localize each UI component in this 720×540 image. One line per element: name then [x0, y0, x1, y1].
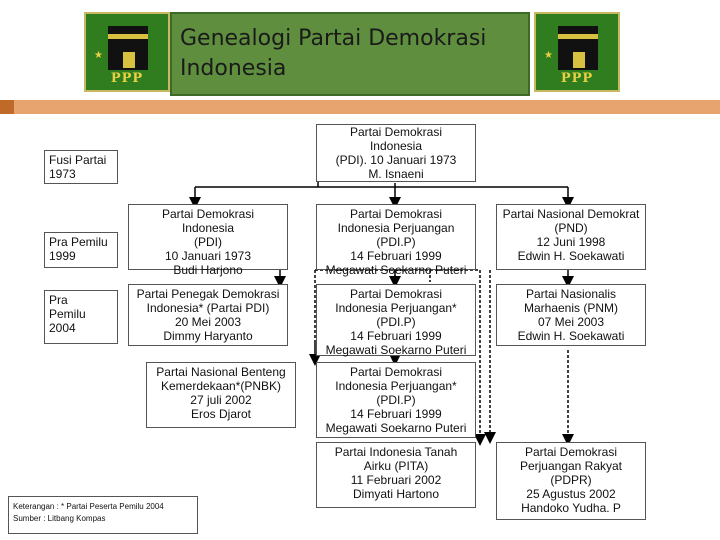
- node-ppdi-2003: Partai Penegak Demokrasi Indonesia* (Par…: [128, 284, 288, 346]
- page-title: Genealogi Partai Demokrasi Indonesia: [180, 26, 487, 81]
- header-divider-marker: [0, 100, 14, 114]
- node-pdpr-2002: Partai Demokrasi Perjuangan Rakyat (PDPR…: [496, 442, 646, 520]
- star-icon: ★: [544, 50, 553, 61]
- node-pdip-2004-a: Partai Demokrasi Indonesia Perjuangan* (…: [316, 284, 476, 357]
- node-pnd-1998: Partai Nasional Demokrat (PND) 12 Juni 1…: [496, 204, 646, 270]
- node-pdip-1999: Partai Demokrasi Indonesia Perjuangan (P…: [316, 204, 476, 277]
- logo-label-left: PPP: [110, 71, 144, 86]
- node-pita-2002: Partai Indonesia Tanah Airku (PITA) 11 F…: [316, 442, 476, 508]
- logo-label-right: PPP: [560, 71, 594, 86]
- ppp-logo-left: ★ PPP: [84, 12, 170, 92]
- header-divider: [0, 100, 720, 114]
- node-pnbk-2002: Partai Nasional Benteng Kemerdekaan*(PNB…: [146, 362, 296, 428]
- node-pdi-1999: Partai Demokrasi Indonesia (PDI) 10 Janu…: [128, 204, 288, 277]
- kaaba-icon: [558, 26, 598, 70]
- star-icon: ★: [94, 50, 103, 61]
- note-keterangan: Keterangan : * Partai Peserta Pemilu 200…: [13, 502, 164, 511]
- node-pnm-2003: Partai Nasionalis Marhaenis (PNM) 07 Mei…: [496, 284, 646, 346]
- node-pdi-1973: Partai Demokrasi Indonesia (PDI). 10 Jan…: [316, 124, 476, 182]
- row-label-pemilu-2004: Pra Pemilu 2004: [44, 290, 118, 344]
- legend-note: Keterangan : * Partai Peserta Pemilu 200…: [8, 496, 198, 534]
- ppp-logo-right: ★ PPP: [534, 12, 620, 92]
- row-label-pemilu-1999: Pra Pemilu 1999: [44, 232, 118, 268]
- kaaba-icon: [108, 26, 148, 70]
- row-label-fusi: Fusi Partai 1973: [44, 150, 118, 184]
- node-pdip-2004-b: Partai Demokrasi Indonesia Perjuangan* (…: [316, 362, 476, 438]
- note-sumber: Sumber : Litbang Kompas: [13, 514, 106, 523]
- title-box: Genealogi Partai Demokrasi Indonesia: [170, 12, 530, 96]
